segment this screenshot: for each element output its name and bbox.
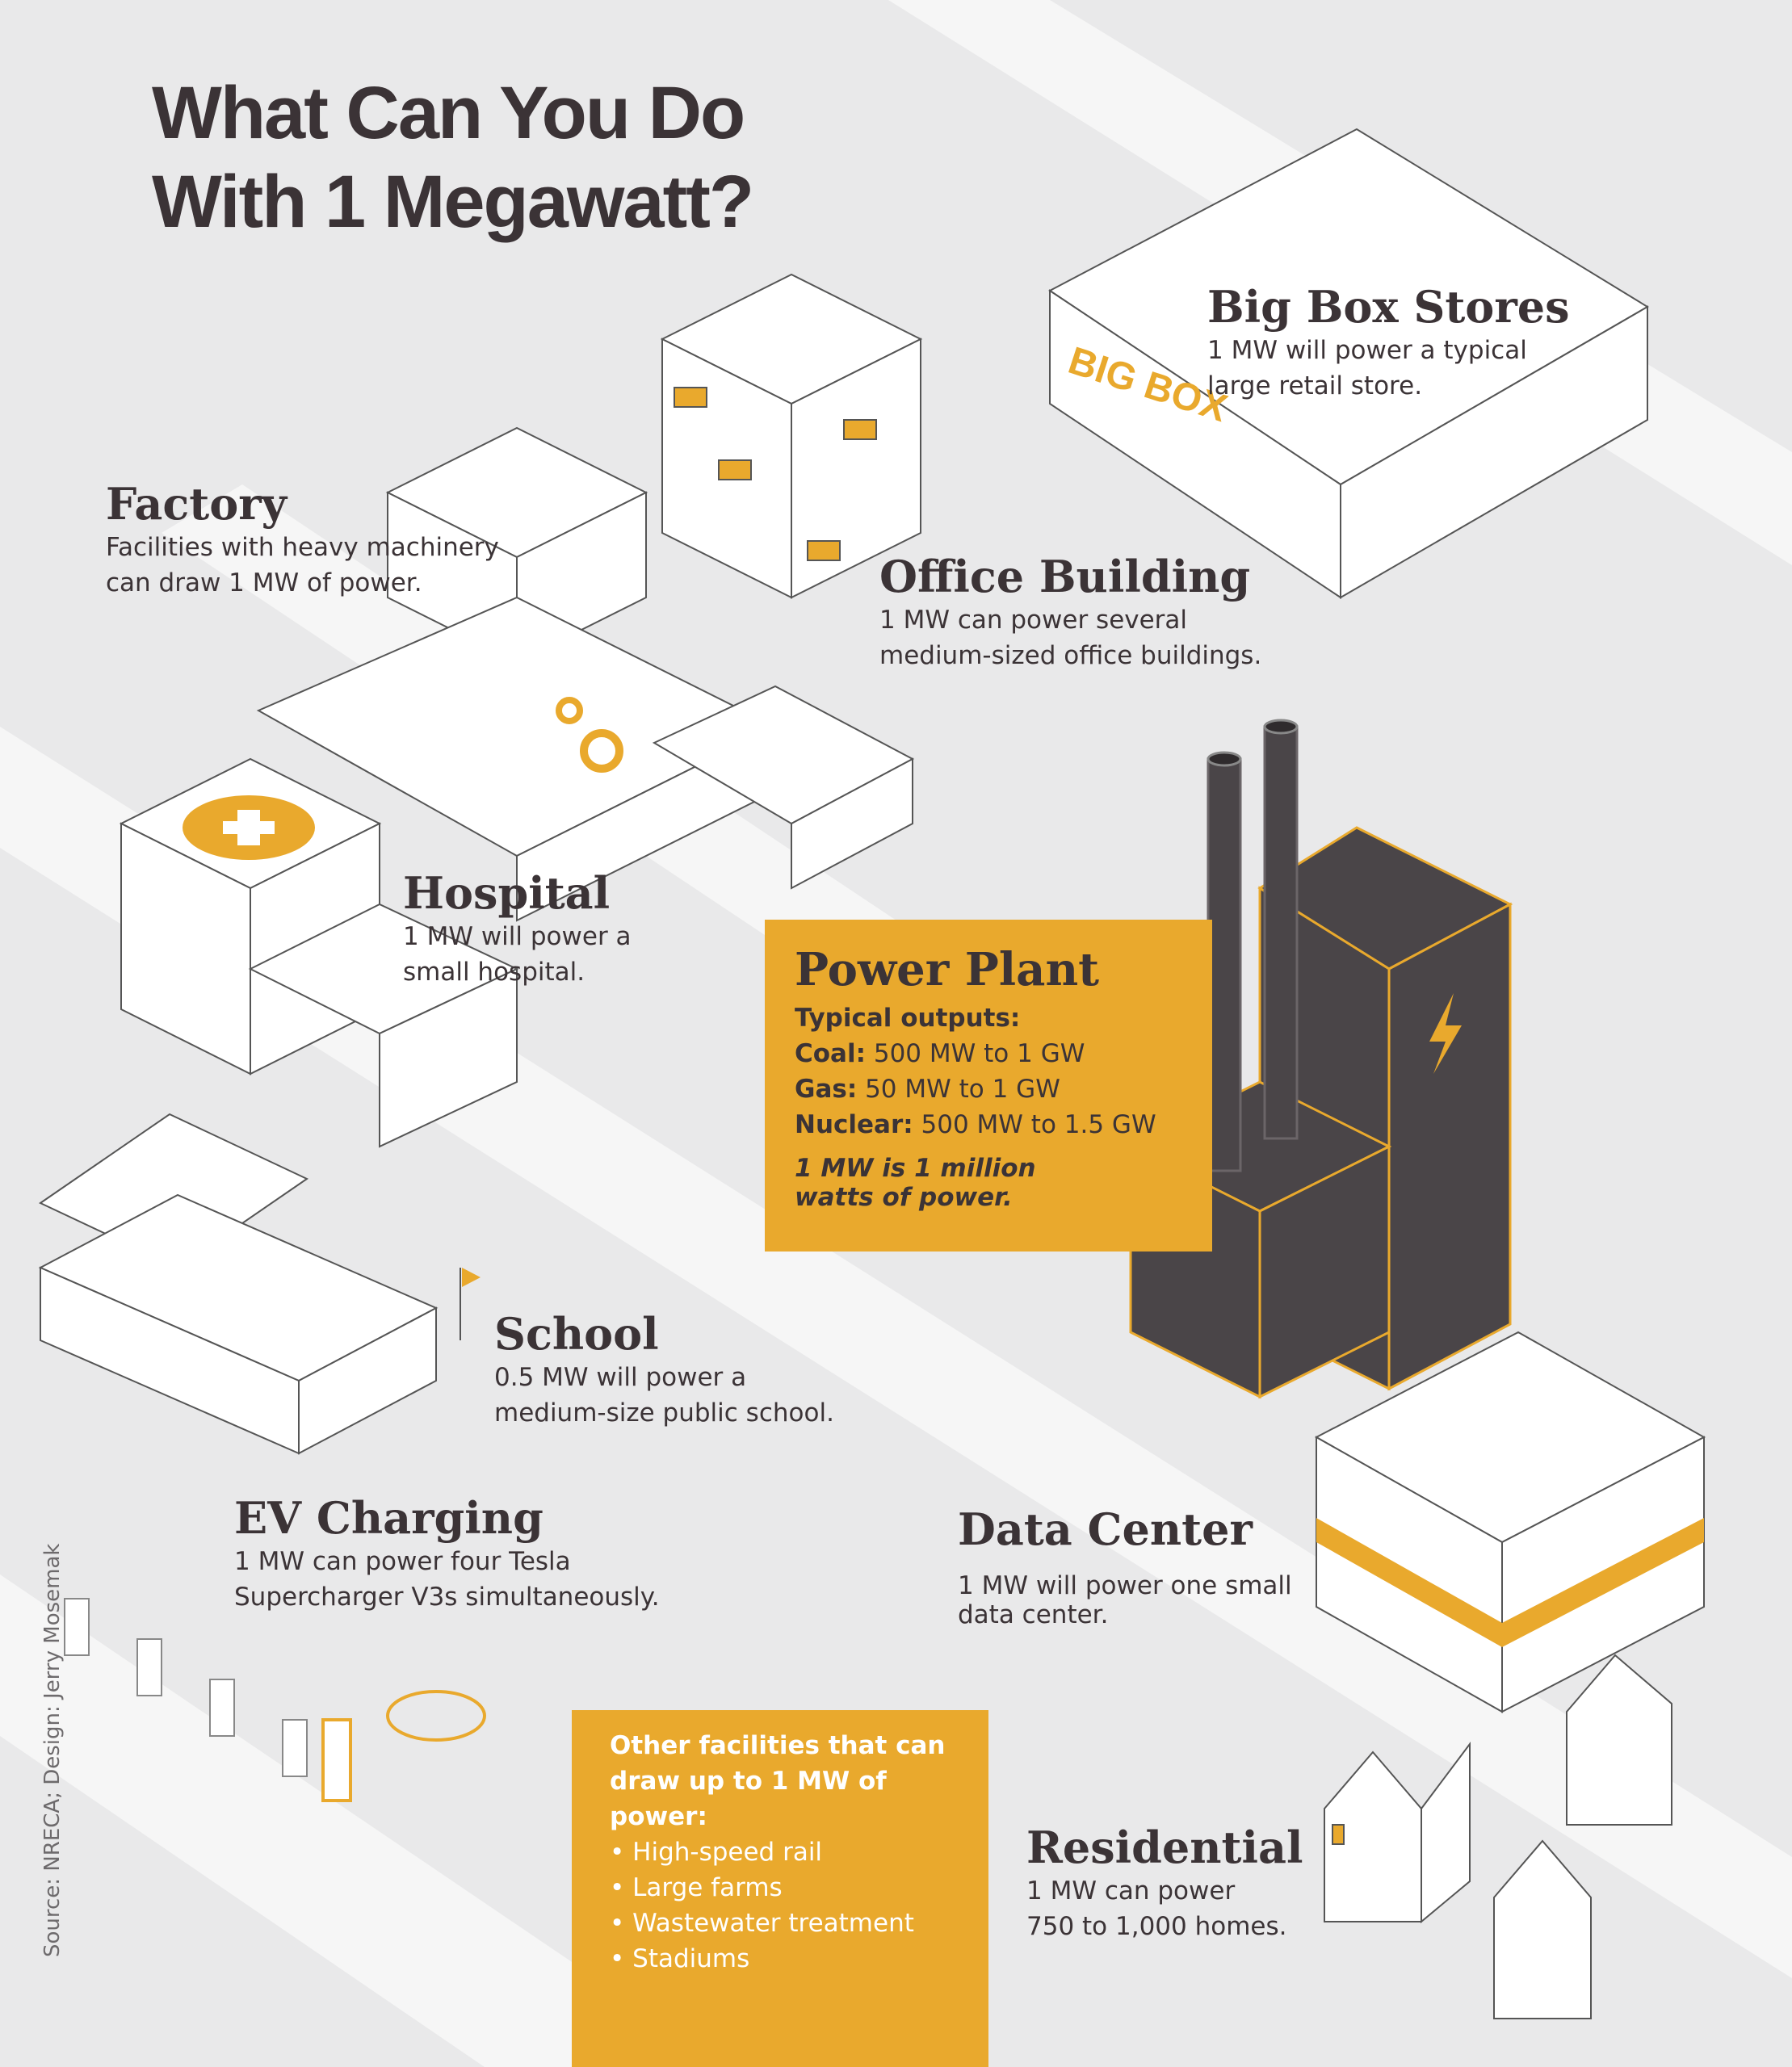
output-label: Coal: xyxy=(795,1039,866,1068)
other-item: • Large farms xyxy=(610,1873,783,1902)
other-item: • Stadiums xyxy=(610,1944,750,1973)
factory-line-2: can draw 1 MW of power. xyxy=(106,568,422,597)
data-center-line-2: data center. xyxy=(958,1600,1109,1629)
data-center-section: Data Center 1 MW will power one small da… xyxy=(958,1503,1292,1629)
big-box-line-2: large retail store. xyxy=(1207,371,1423,400)
other-item-label: High-speed rail xyxy=(632,1838,823,1867)
big-box-section: Big Box Stores 1 MW will power a typical… xyxy=(1207,281,1570,404)
hospital-section: Hospital 1 MW will power a small hospita… xyxy=(403,867,632,990)
ev-chargers xyxy=(64,1598,486,1802)
title-line-2: With 1 Megawatt? xyxy=(152,161,754,243)
output-value: 500 MW to 1 GW xyxy=(873,1039,1085,1068)
title-line-1: What Can You Do xyxy=(152,72,745,154)
office-building xyxy=(660,273,923,599)
note-line-1: 1 MW is 1 million xyxy=(795,1154,1036,1183)
office-line-2: medium-sized office buildings. xyxy=(879,641,1262,670)
output-nuclear: Nuclear: 500 MW to 1.5 GW xyxy=(795,1107,1156,1143)
factory-heading: Factory xyxy=(106,478,287,530)
other-item-label: Wastewater treatment xyxy=(632,1909,914,1938)
other-item: • High-speed rail xyxy=(610,1838,823,1867)
data-center xyxy=(1314,1331,1706,1713)
school-section: School 0.5 MW will power a medium-size p… xyxy=(494,1308,834,1431)
output-value: 500 MW to 1.5 GW xyxy=(921,1110,1156,1139)
source-credit: Source: NRECA; Design: Jerry Mosemak xyxy=(40,1543,65,1957)
output-label: Nuclear: xyxy=(795,1110,913,1139)
residential-line-1: 1 MW can power xyxy=(1026,1876,1236,1906)
residential-heading: Residential xyxy=(1026,1822,1303,1873)
office-line-1: 1 MW can power several xyxy=(879,606,1188,635)
ev-section: EV Charging 1 MW can power four Tesla Su… xyxy=(234,1492,660,1615)
big-box-line-1: 1 MW will power a typical xyxy=(1207,336,1527,365)
school-heading: School xyxy=(494,1308,659,1360)
output-value: 50 MW to 1 GW xyxy=(865,1075,1060,1104)
office-section: Office Building 1 MW can power several m… xyxy=(879,551,1261,673)
other-item-label: Stadiums xyxy=(632,1944,750,1973)
hospital-line-2: small hospital. xyxy=(403,958,585,987)
lightning-icon xyxy=(1429,993,1462,1074)
data-center-heading: Data Center xyxy=(958,1503,1253,1555)
houses xyxy=(1324,1654,1672,2019)
page-title: What Can You Do With 1 Megawatt? xyxy=(152,69,754,246)
other-heading-2: draw up to 1 MW of power: xyxy=(610,1767,887,1831)
output-coal: Coal: 500 MW to 1 GW xyxy=(795,1036,1156,1071)
factory-section: Factory Facilities with heavy machinery … xyxy=(106,478,499,601)
hospital-line-1: 1 MW will power a xyxy=(403,922,632,951)
ev-line-2: Supercharger V3s simultaneously. xyxy=(234,1583,660,1612)
school-line-1: 0.5 MW will power a xyxy=(494,1363,747,1392)
ev-line-1: 1 MW can power four Tesla xyxy=(234,1547,571,1576)
factory xyxy=(256,426,915,922)
school-line-2: medium-size public school. xyxy=(494,1398,834,1428)
power-plant-note: 1 MW is 1 million watts of power. xyxy=(795,1154,1156,1212)
hospital-heading: Hospital xyxy=(403,867,611,919)
big-box-heading: Big Box Stores xyxy=(1207,281,1570,333)
output-label: Gas: xyxy=(795,1075,858,1104)
big-box-store: BIG BOX xyxy=(1048,128,1649,599)
other-item-label: Large farms xyxy=(632,1873,783,1902)
factory-line-1: Facilities with heavy machinery xyxy=(106,533,499,562)
output-gas: Gas: 50 MW to 1 GW xyxy=(795,1071,1156,1107)
power-plant-heading: Power Plant xyxy=(795,943,1100,996)
school xyxy=(38,1113,481,1455)
ev-heading: EV Charging xyxy=(234,1492,543,1544)
hospital xyxy=(119,757,519,1148)
power-plant-box: Power Plant Typical outputs: Coal: 500 M… xyxy=(765,920,1212,1252)
data-center-line-1: 1 MW will power one small xyxy=(958,1571,1292,1600)
power-plant-subheading: Typical outputs: xyxy=(795,1004,1021,1033)
residential-line-2: 750 to 1,000 homes. xyxy=(1026,1912,1287,1941)
other-facilities-box: Other facilities that can draw up to 1 M… xyxy=(572,1710,988,2067)
other-heading-1: Other facilities that can xyxy=(610,1731,946,1760)
other-item: • Wastewater treatment xyxy=(610,1909,914,1938)
residential-section: Residential 1 MW can power 750 to 1,000 … xyxy=(1026,1822,1303,1944)
office-heading: Office Building xyxy=(879,551,1251,602)
note-line-2: watts of power. xyxy=(795,1183,1013,1212)
